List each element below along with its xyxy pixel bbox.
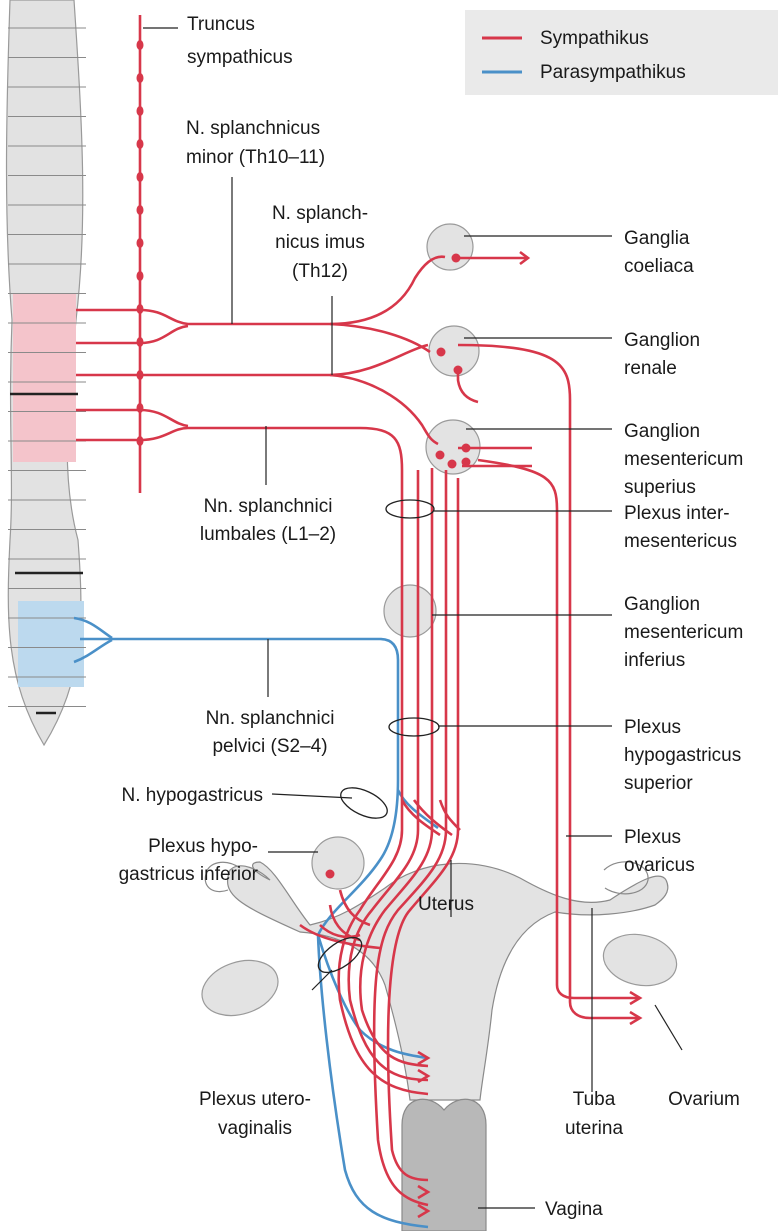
legend: Sympathikus Parasympathikus [465, 10, 778, 95]
spinal-cord [7, 0, 87, 745]
label-plexus-uterovaginalis: Plexus utero-vaginalis [199, 1089, 311, 1139]
label-n-splanchnicus-imus: N. splanch-nicus imus(Th12) [272, 203, 368, 282]
trunk-ganglion-dot [137, 40, 144, 50]
label-uterus: Uterus [418, 894, 474, 915]
label-ovarium: Ovarium [668, 1089, 740, 1110]
trunk-ganglion-dot [137, 139, 144, 149]
label-plexus-intermesentericus: Plexus inter-mesentericus [624, 503, 737, 552]
label-n-hypogastricus: N. hypogastricus [121, 785, 263, 806]
trunk-ganglion-dot [137, 172, 144, 182]
ganglion-mesentericum-inferius-node [384, 585, 436, 637]
label-vagina: Vagina [545, 1199, 603, 1220]
legend-label-sympathikus: Sympathikus [540, 28, 649, 49]
trunk-ganglion-dot [137, 271, 144, 281]
sympathetic-pathways [76, 252, 640, 1217]
left-ovary [195, 951, 285, 1025]
plexus-hypogastricus-inferior-node [312, 837, 364, 889]
plexus-intermesentericus-ring [386, 500, 434, 518]
label-plexus-hypogastricus-inferior: Plexus hypo-gastricus inferior [119, 836, 259, 885]
spine-parasympathetic-segments [18, 601, 84, 687]
n-hypogastricus-ring [336, 782, 391, 825]
trunk-ganglion-dot [137, 205, 144, 215]
truncus-sympathicus [137, 15, 144, 493]
trunk-ganglion-dot [137, 106, 144, 116]
legend-label-parasympathikus: Parasympathikus [540, 62, 686, 83]
ganglia-coeliaca-node [427, 224, 473, 270]
spine-sympathetic-segments [13, 294, 76, 462]
trunk-ganglion-dot [137, 73, 144, 83]
vagina-organ [402, 1099, 486, 1231]
trunk-ganglion-dot [137, 403, 144, 413]
right-ovary [599, 928, 682, 992]
trunk-ganglion-dot [137, 238, 144, 248]
